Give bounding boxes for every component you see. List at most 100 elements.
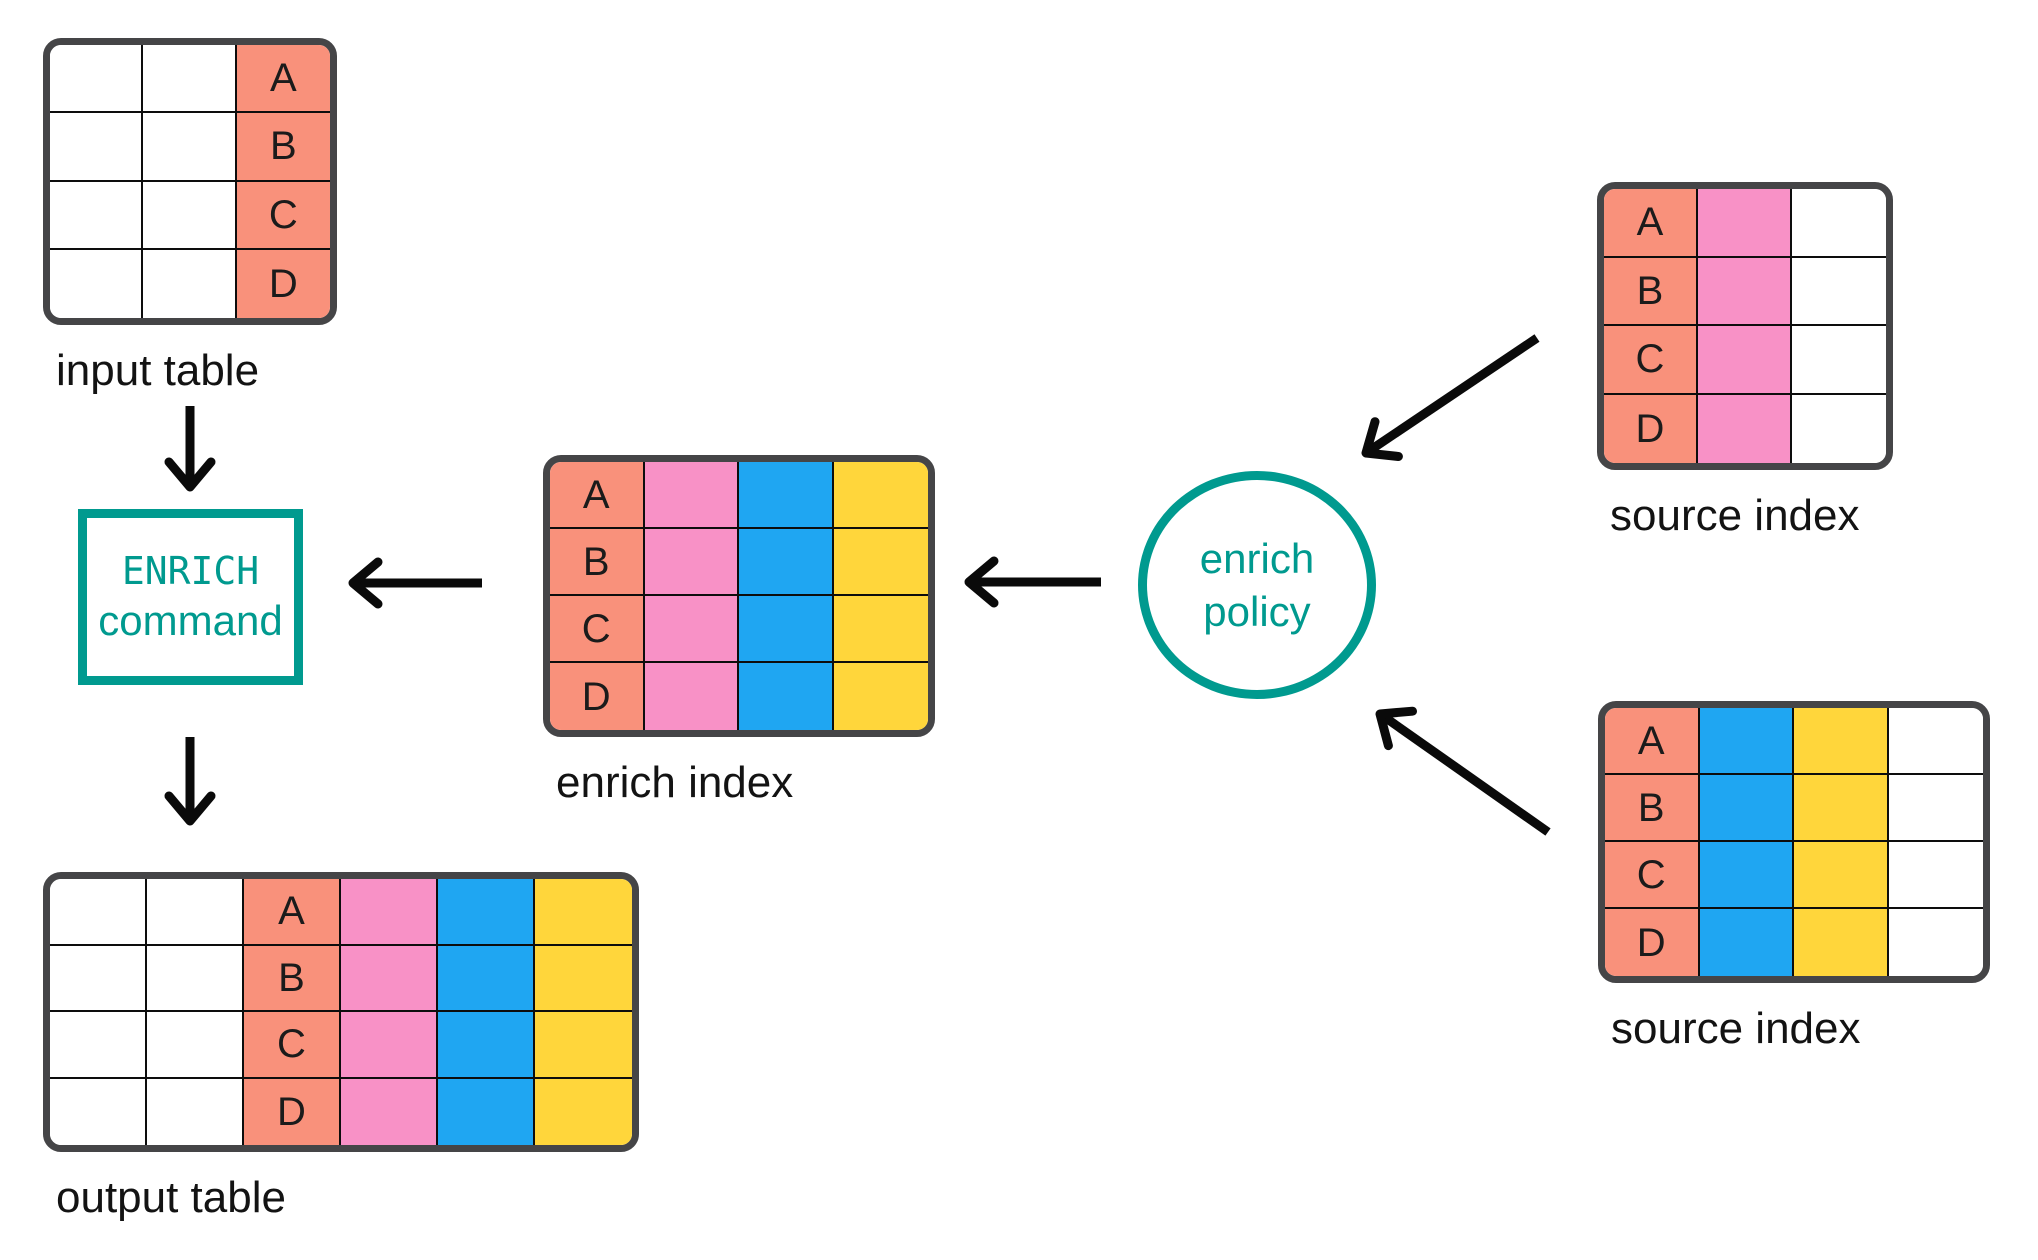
enrich-command-line2: command bbox=[98, 597, 283, 644]
table-cell: A bbox=[1604, 189, 1698, 258]
cell-letter: D bbox=[1636, 920, 1666, 965]
table-cell bbox=[1794, 909, 1889, 976]
table-cell bbox=[50, 113, 144, 182]
cell-letter: C bbox=[277, 1022, 306, 1067]
enrich-command-line1: ENRICH bbox=[121, 549, 260, 593]
cell-letter: B bbox=[1636, 268, 1664, 313]
table-cell bbox=[1792, 394, 1886, 463]
table-cell bbox=[1888, 708, 1983, 775]
table-cell bbox=[147, 1012, 244, 1079]
cell-letter: A bbox=[1636, 200, 1664, 245]
table-cell bbox=[1888, 775, 1983, 842]
table-cell: A bbox=[244, 879, 341, 946]
output-label: output table bbox=[56, 1173, 286, 1222]
table-cell: D bbox=[550, 663, 645, 730]
enrich-index-label: enrich index bbox=[556, 758, 794, 807]
cell-letter: C bbox=[268, 192, 298, 237]
table-cell bbox=[1699, 842, 1794, 909]
table-cell bbox=[1792, 326, 1886, 395]
cell-letter: A bbox=[269, 56, 297, 101]
table-cell: C bbox=[244, 1012, 341, 1079]
arrow-head bbox=[964, 556, 999, 608]
table-cell bbox=[644, 663, 739, 730]
enrich-policy-line1: enrich bbox=[1199, 534, 1315, 582]
cell-letter: B bbox=[1637, 785, 1665, 830]
table-cell bbox=[147, 945, 244, 1012]
table-cell: B bbox=[1605, 775, 1700, 842]
table-cell bbox=[739, 596, 834, 663]
table-cell: A bbox=[1605, 708, 1700, 775]
table-cell bbox=[739, 663, 834, 730]
table-cell bbox=[1699, 775, 1794, 842]
table-cell bbox=[1794, 842, 1889, 909]
table-cell bbox=[1698, 326, 1792, 395]
table-cell bbox=[147, 879, 244, 946]
table-cell: B bbox=[244, 945, 341, 1012]
arrow-policy-to-enrich-index bbox=[964, 556, 1101, 608]
table-cell bbox=[1699, 708, 1794, 775]
table-cell bbox=[50, 879, 147, 946]
arrow-shaft bbox=[1366, 334, 1540, 455]
enrich-command-box: ENRICH command bbox=[78, 509, 303, 685]
arrow-source-top-to-policy bbox=[1361, 334, 1540, 461]
cell-letter: A bbox=[278, 889, 305, 934]
arrow-enrich-index-to-command bbox=[348, 557, 482, 609]
arrow-head bbox=[348, 557, 383, 609]
table-cell bbox=[50, 45, 144, 114]
table-cell bbox=[833, 663, 928, 730]
table-cell: B bbox=[1604, 257, 1698, 326]
table-cell: D bbox=[1605, 909, 1700, 976]
table-cell bbox=[1888, 909, 1983, 976]
table-cell bbox=[833, 462, 928, 529]
table-cell bbox=[535, 945, 632, 1012]
table-cell bbox=[341, 945, 438, 1012]
table-cell bbox=[644, 462, 739, 529]
table-cell bbox=[143, 45, 237, 114]
cell-letter: C bbox=[581, 606, 611, 651]
table-cell bbox=[1698, 394, 1792, 463]
table-cell: C bbox=[1605, 842, 1700, 909]
table-cell: D bbox=[1604, 394, 1698, 463]
table-cell: D bbox=[236, 249, 330, 318]
cell-letter: B bbox=[582, 539, 610, 584]
table-cell bbox=[535, 879, 632, 946]
cell-letter: B bbox=[269, 124, 297, 169]
cell-letter: C bbox=[1636, 852, 1666, 897]
source-bottom-label: source index bbox=[1611, 1004, 1861, 1053]
cell-letter: B bbox=[278, 955, 305, 1000]
arrow-head bbox=[1361, 417, 1403, 461]
table-cell bbox=[438, 1012, 535, 1079]
table-cell bbox=[535, 1078, 632, 1145]
table-cell bbox=[341, 1078, 438, 1145]
table-cell: B bbox=[550, 529, 645, 596]
table-cell bbox=[1794, 708, 1889, 775]
table-cell bbox=[143, 249, 237, 318]
cell-letter: A bbox=[582, 472, 610, 517]
cell-letter: D bbox=[268, 261, 298, 306]
table-cell bbox=[644, 596, 739, 663]
table-cell bbox=[739, 462, 834, 529]
table-cell bbox=[143, 113, 237, 182]
table-cell bbox=[833, 596, 928, 663]
table-cell bbox=[341, 1012, 438, 1079]
source-top-label: source index bbox=[1610, 491, 1860, 540]
table-cell bbox=[644, 529, 739, 596]
arrow-input-to-command bbox=[164, 406, 216, 492]
cell-letter: C bbox=[1635, 337, 1665, 382]
cell-letter: A bbox=[1637, 718, 1665, 763]
enrich-policy-line2: policy bbox=[1203, 588, 1311, 635]
table-cell: D bbox=[244, 1078, 341, 1145]
table-cell bbox=[50, 181, 144, 250]
input-label: input table bbox=[56, 346, 260, 395]
enrich-policy-circle: enrich policy bbox=[1138, 471, 1376, 699]
table-cell bbox=[1698, 257, 1792, 326]
table-cell bbox=[50, 249, 144, 318]
